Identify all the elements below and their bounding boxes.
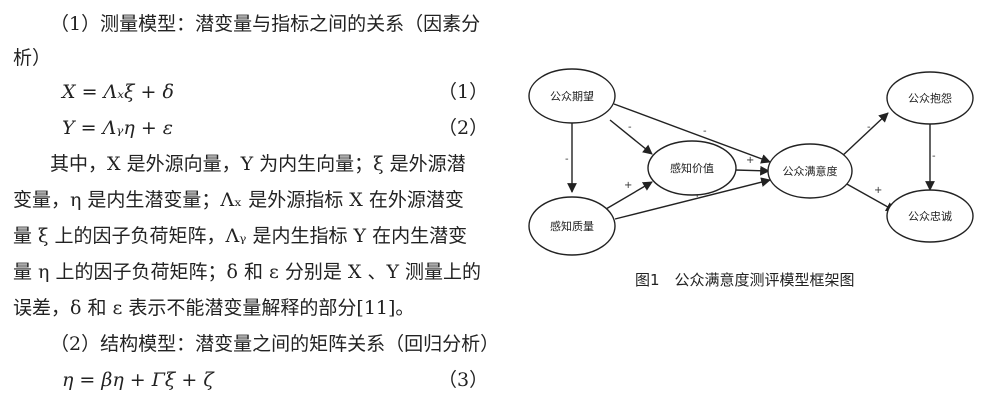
edge-satisfaction-to-loyalty [844,182,896,212]
equation-2: Y = Λᵧη + ε [62,117,173,139]
equation-3-number: （3） [438,369,489,391]
edge-quality-to-satisfaction [614,177,771,220]
node-perceived-value [647,140,737,196]
node-public-satisfaction [767,143,853,199]
section-heading-measurement: （1）测量模型：潜变量与指标之间的关系（因素分 [50,13,481,35]
edge-sign-complaint-loyalty: - [932,151,936,162]
edge-quality-to-value [605,181,653,210]
node-label-loyalty: 公众忠诚 [908,210,952,223]
equation-1-number: （1） [438,81,489,103]
paragraph-line-3: 量 ξ 上的因子负荷矩阵，Λᵧ 是内生指标 Y 在内生潜变 [13,225,468,247]
edge-value-to-satisfaction [734,165,770,176]
edge-sign-satisfaction-loyalty: + [874,185,882,196]
edge-sign-expect-quality: - [565,154,569,165]
node-label-value: 感知价值 [670,161,714,175]
equation-3: η = βη + Γξ + ζ [62,369,214,391]
text-column: （1）测量模型：潜变量与指标之间的关系（因素分 析） X = Λₓξ + δ （… [13,13,500,391]
paragraph-line-4: 量 η 上的因子负荷矩阵；δ 和 ε 分别是 X 、Y 测量上的 [13,261,482,283]
edge-sign-expect-satisfaction: - [703,126,707,137]
paragraph-line-1: 其中，X 是外源向量，Y 为内生向量；ξ 是外源潜 [50,153,466,175]
edge-sign-quality-value: + [624,180,632,191]
node-label-expectation: 公众期望 [550,90,594,103]
edge-sign-satisfaction-complaint: - [867,122,871,133]
figure-caption: 图1 公众满意度测评模型框架图 [635,271,855,289]
paragraph-line-5: 误差，δ 和 ε 表示不能潜变量解释的部分[11]。 [13,297,415,319]
section-heading-structural: （2）结构模型：潜变量之间的矩阵关系（回归分析） [50,333,500,355]
node-label-quality: 感知质量 [550,219,594,233]
node-public-loyalty [886,189,974,243]
edge-sign-expect-value: - [628,122,632,133]
node-public-complaint [886,71,974,125]
equation-1: X = Λₓξ + δ [62,81,174,103]
node-perceived-quality [528,196,616,256]
edge-satisfaction-to-complaint [839,112,889,159]
section-heading-measurement-cont: 析） [13,47,52,69]
model-framework-diagram: - - - + + + - + - 公众期望 感知价值 感知质量 公众满意度 公… [528,68,974,256]
equation-2-number: （2） [438,117,489,139]
edge-expect-to-value [609,119,653,155]
node-label-satisfaction: 公众满意度 [783,164,838,178]
paragraph-line-2: 变量，η 是内生潜变量；Λₓ 是外源指标 X 在外源潜变 [13,189,464,211]
edge-sign-value-satisfaction: + [746,155,754,166]
node-public-expectation [528,68,616,124]
edge-expect-to-satisfaction [613,103,771,164]
node-label-complaint: 公众抱怨 [908,91,952,105]
